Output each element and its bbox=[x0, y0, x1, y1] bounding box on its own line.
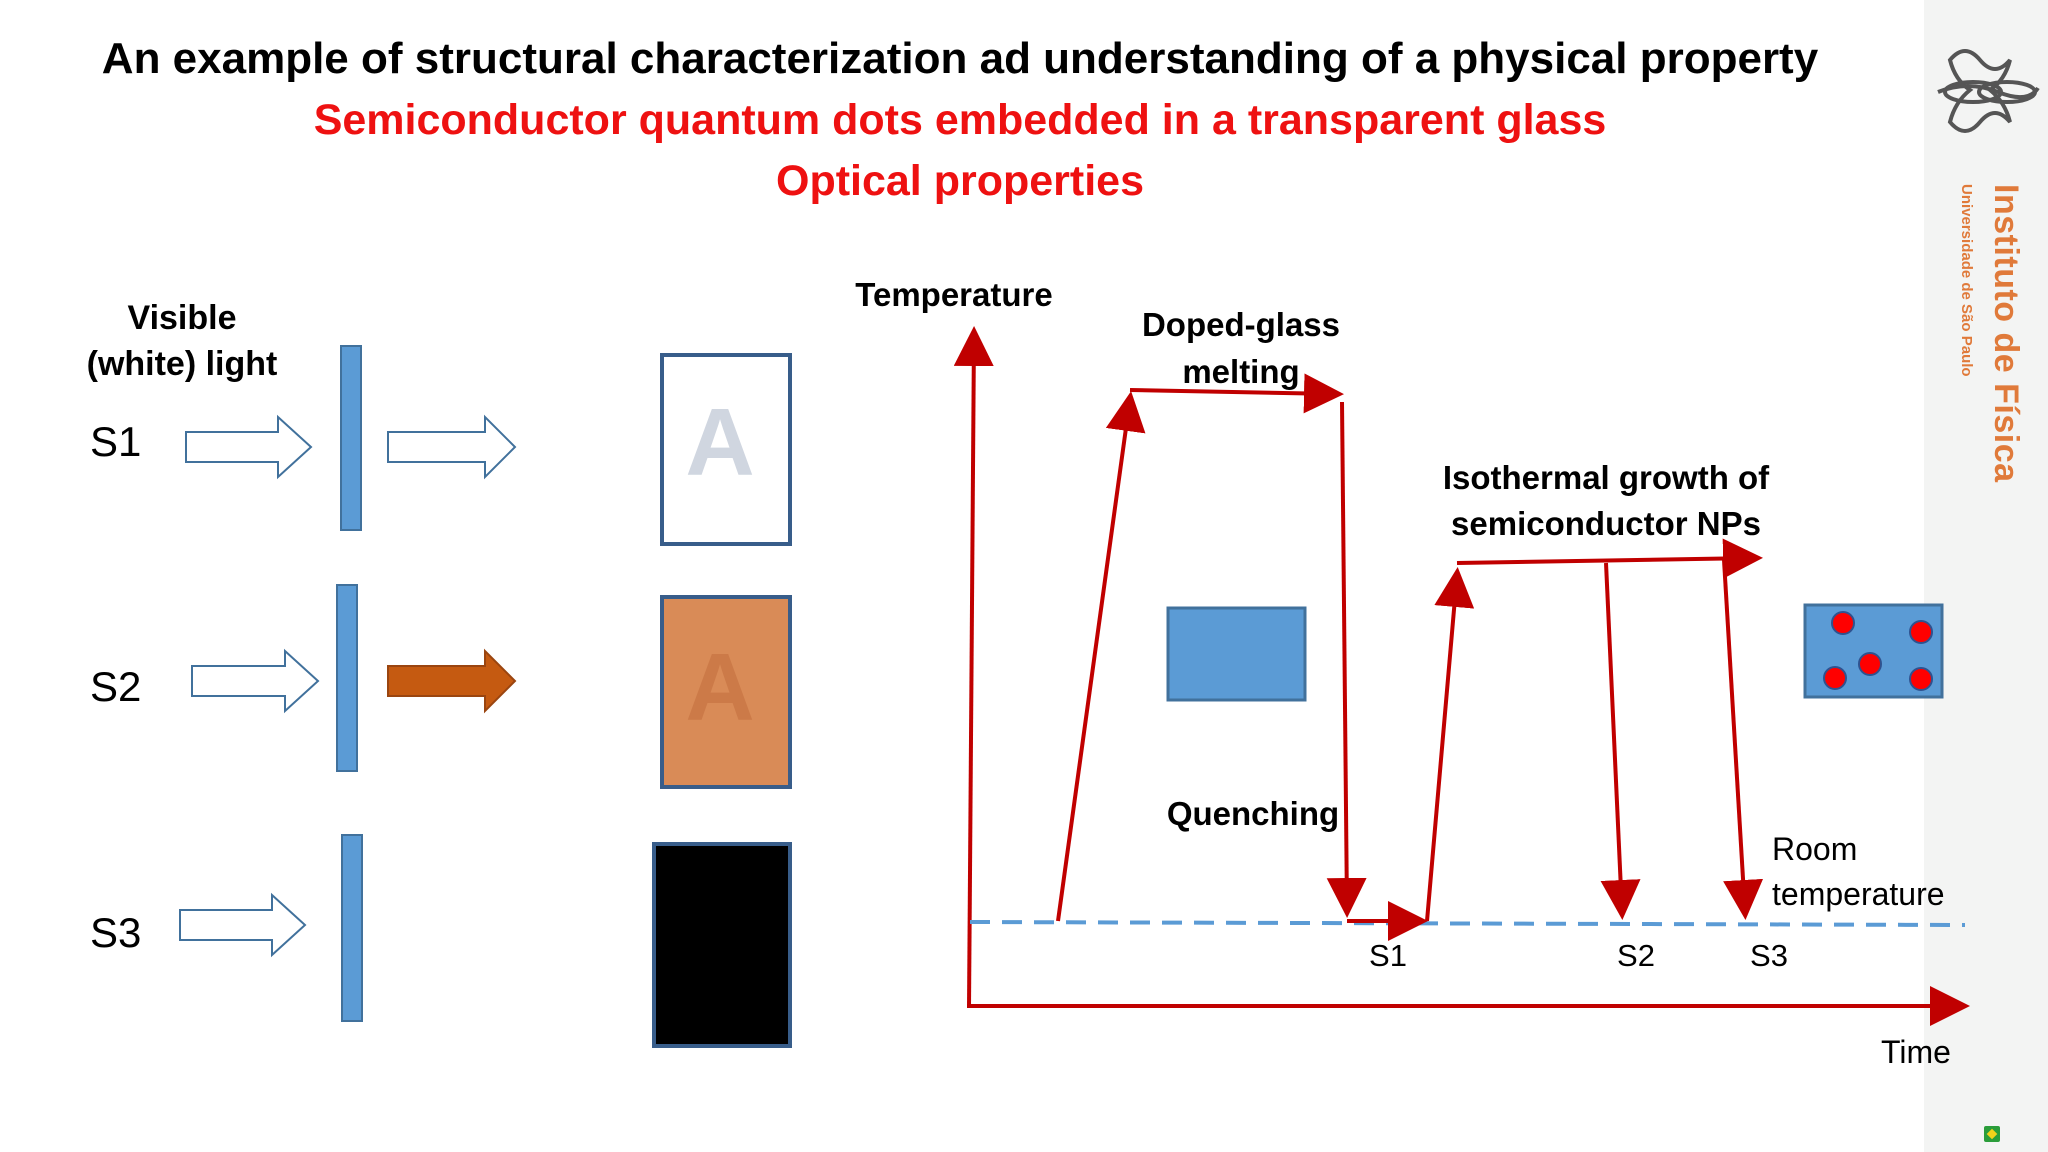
sample-glass-s1 bbox=[660, 353, 792, 546]
room-temperature-label-line2: temperature bbox=[1772, 876, 1945, 912]
sample-label-s2: S2 bbox=[90, 663, 141, 710]
growth-ramp bbox=[1425, 567, 1475, 922]
filter-bar-s2 bbox=[336, 584, 358, 772]
nanoparticle bbox=[1831, 611, 1855, 635]
quenching-label: Quenching bbox=[1167, 795, 1339, 832]
institution-sidebar bbox=[1924, 0, 2048, 1152]
incident-light-arrow-s1 bbox=[185, 414, 313, 480]
slide-subtitle-2: Optical properties bbox=[776, 157, 1144, 205]
s3-drop bbox=[1722, 559, 1764, 920]
filter-bar-s3 bbox=[341, 834, 363, 1022]
slide-title: An example of structural characterizatio… bbox=[101, 34, 1819, 83]
incident-light-arrow-s3 bbox=[179, 892, 307, 958]
x-axis-label: Time bbox=[1881, 1034, 1951, 1070]
university-name: Universidade de São Paulo bbox=[1958, 184, 1975, 377]
y-axis bbox=[953, 326, 994, 1009]
growth-label-line1: Isothermal growth of bbox=[1443, 459, 1770, 496]
filter-bar-s1 bbox=[340, 345, 362, 531]
nanoparticle bbox=[1909, 620, 1933, 644]
melting-label-line1: Doped-glass bbox=[1142, 306, 1340, 343]
institute-name: Instituto de Física bbox=[1987, 184, 2025, 483]
slide-subtitle: Semiconductor quantum dots embedded in a… bbox=[313, 96, 1607, 144]
room-temperature-line bbox=[969, 920, 1966, 927]
point-label-s1: S1 bbox=[1369, 938, 1407, 973]
melting-plateau bbox=[1129, 373, 1344, 414]
growth-label-line2: semiconductor NPs bbox=[1451, 505, 1761, 542]
nanoparticle bbox=[1909, 667, 1933, 691]
incident-light-arrow-s2 bbox=[191, 648, 320, 714]
quench-drop bbox=[1326, 401, 1367, 918]
sample-letter-s2: A bbox=[685, 634, 754, 741]
point-label-s2: S2 bbox=[1617, 938, 1655, 973]
room-temperature-label-line1: Room bbox=[1772, 831, 1857, 867]
y-axis-label: Temperature bbox=[855, 276, 1052, 313]
growth-plateau bbox=[1456, 538, 1763, 579]
light-label-line1: Visible bbox=[128, 299, 237, 337]
heating-ramp bbox=[1056, 391, 1146, 922]
point-label-s3: S3 bbox=[1750, 938, 1788, 973]
transmitted-light-arrow-s1 bbox=[387, 414, 517, 480]
glass-block bbox=[1166, 606, 1307, 702]
s2-drop bbox=[1600, 562, 1641, 920]
melting-label-line2: melting bbox=[1182, 353, 1299, 390]
nanoparticle bbox=[1858, 652, 1882, 676]
sample-label-s1: S1 bbox=[90, 418, 141, 465]
sample-glass-s2 bbox=[660, 595, 792, 789]
sample-letter-s1: A bbox=[685, 389, 754, 496]
sample-label-s3: S3 bbox=[90, 909, 141, 956]
institute-logo-icon bbox=[1937, 49, 2040, 133]
brazil-flag-icon bbox=[1984, 1126, 2000, 1142]
nanoparticle bbox=[1823, 666, 1847, 690]
light-label-line2: (white) light bbox=[87, 345, 278, 383]
sample-glass-s3 bbox=[652, 842, 792, 1048]
transmitted-light-arrow-s2 bbox=[387, 648, 517, 714]
